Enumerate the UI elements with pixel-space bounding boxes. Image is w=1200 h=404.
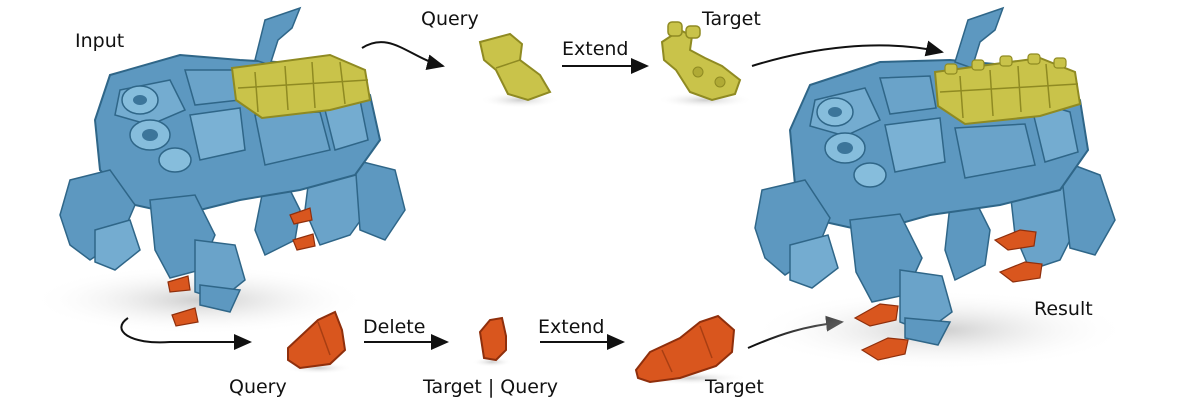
result-robot-cylinders (816, 97, 887, 188)
result-robot-tail-fin (954, 6, 1005, 69)
result-robot-claw-tips (853, 229, 1043, 361)
label-top-query: Query (421, 8, 479, 30)
bottom-target-query-part (472, 316, 512, 367)
result-robot-model (750, 6, 1130, 370)
top-query-part (478, 32, 560, 108)
input-robot-front-arms (59, 169, 246, 313)
top-target-part (657, 21, 753, 108)
label-bottom-target-query: Target | Query (423, 376, 559, 398)
top-pipeline (361, 21, 944, 108)
label-input: Input (75, 30, 125, 52)
label-result: Result (1034, 298, 1093, 320)
input-robot-cylinders (121, 85, 192, 173)
label-top-target: Target (702, 8, 761, 30)
label-top-extend: Extend (562, 38, 629, 60)
arrow-top-target-to-result (751, 40, 944, 67)
arrow-input-to-bottom-query (120, 317, 252, 350)
label-bottom-extend: Extend (538, 316, 605, 338)
input-robot-yellow-plates (230, 53, 372, 120)
label-bottom-query: Query (229, 376, 287, 398)
arrow-input-to-top-query (361, 41, 445, 70)
label-bottom-delete: Delete (363, 316, 426, 338)
input-robot-claw-tips (167, 207, 316, 327)
result-robot-front-arms (754, 179, 953, 346)
bottom-pipeline (120, 310, 844, 385)
bottom-target-part (632, 314, 748, 385)
result-robot-yellow-plates (933, 53, 1082, 126)
label-bottom-target: Target (705, 376, 764, 398)
input-robot-tail-fin (254, 6, 302, 66)
input-robot-model (30, 6, 406, 335)
bottom-query-part (284, 310, 352, 374)
